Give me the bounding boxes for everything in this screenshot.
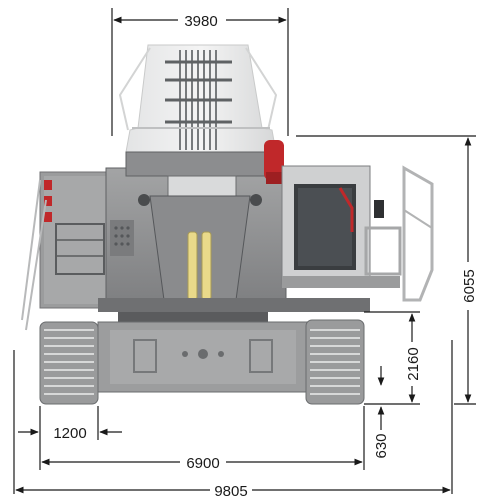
superstructure [98,140,370,322]
dim-label-track-gauge: 6900 [186,455,219,472]
dim-label-mast-width: 3980 [184,13,217,30]
track-left [39,321,99,405]
dim-label-overall-width: 9805 [214,483,247,498]
mast-lattice [118,44,278,153]
crawler-crane [21,44,434,405]
dim-label-deck-height: 2160 [405,347,422,380]
dim-label-ground-clearance: 630 [373,433,390,458]
dimension-lines [13,8,476,494]
operator-cab [281,165,434,302]
crawler-carrier [97,321,309,393]
dim-label-overall-height: 6055 [461,269,478,302]
counterweight [21,171,111,331]
track-right [305,319,365,405]
dim-label-track-shoe-width: 1200 [53,425,86,442]
